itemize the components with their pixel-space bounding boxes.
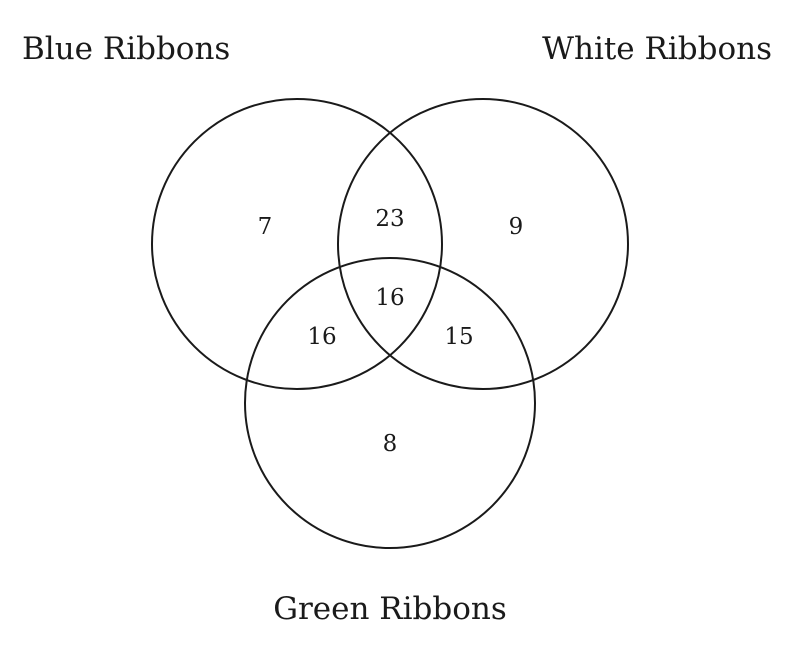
blue-green-count: 16 (307, 324, 336, 350)
white-ribbons-label: White Ribbons (542, 31, 772, 67)
blue-white-count: 23 (375, 206, 404, 232)
blue-ribbons-circle (151, 98, 443, 390)
white-ribbons-circle (337, 98, 629, 390)
white-only-count: 9 (509, 214, 524, 240)
blue-only-count: 7 (258, 214, 273, 240)
blue-ribbons-label: Blue Ribbons (22, 31, 230, 67)
green-only-count: 8 (383, 431, 398, 457)
green-ribbons-label: Green Ribbons (273, 591, 507, 627)
all-three-count: 16 (375, 285, 404, 311)
white-green-count: 15 (444, 324, 473, 350)
green-ribbons-circle (244, 257, 536, 549)
